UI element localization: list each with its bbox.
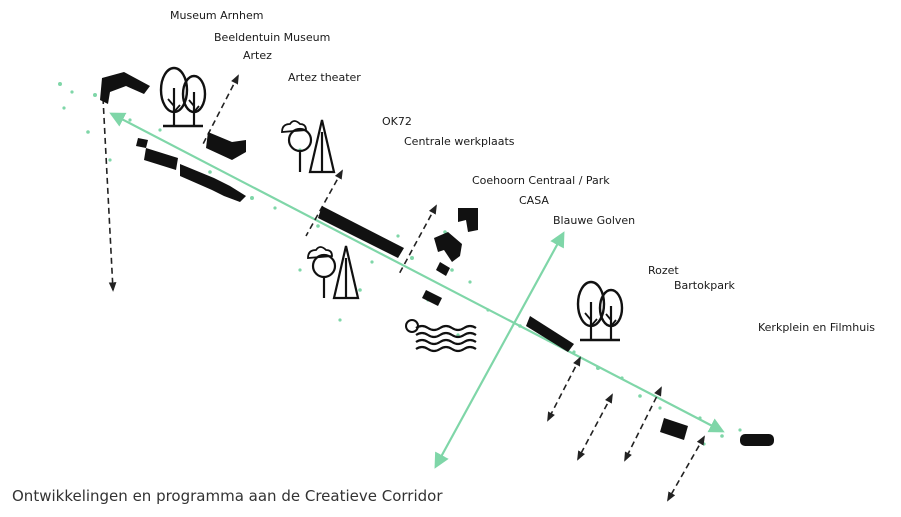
cloud-icon [307, 246, 333, 259]
label-centrale-werkplaats: Centrale werkplaats [404, 135, 515, 148]
label-kerkplein: Kerkplein en Filmhuis [758, 321, 875, 334]
tree-icon [287, 118, 336, 174]
label-artez-theater: Artez theater [288, 71, 361, 84]
figure-caption: Ontwikkelingen en programma aan de Creat… [12, 487, 443, 505]
tree-icon [311, 244, 360, 300]
corridor-axis [109, 112, 725, 433]
label-coehoorn: Coehoorn Centraal / Park [472, 174, 610, 187]
label-casa: CASA [519, 194, 549, 207]
tree-icon [576, 280, 624, 342]
wave-pattern [415, 324, 477, 353]
label-blauwe-golven: Blauwe Golven [553, 214, 636, 227]
cloud-icon [281, 120, 307, 133]
label-museum-arnhem: Museum Arnhem [170, 9, 264, 22]
building-masses [100, 72, 774, 446]
label-ok72: OK72 [382, 115, 412, 128]
marker-circle [405, 319, 419, 333]
label-rozet: Rozet [648, 264, 679, 277]
label-beeldentuin: Beeldentuin Museum [214, 31, 331, 44]
dashed-connectors [102, 74, 705, 502]
label-bartokpark: Bartokpark [674, 279, 735, 292]
tree-icon [159, 66, 207, 128]
cross-axis [434, 231, 565, 469]
label-artez: Artez [243, 49, 272, 62]
